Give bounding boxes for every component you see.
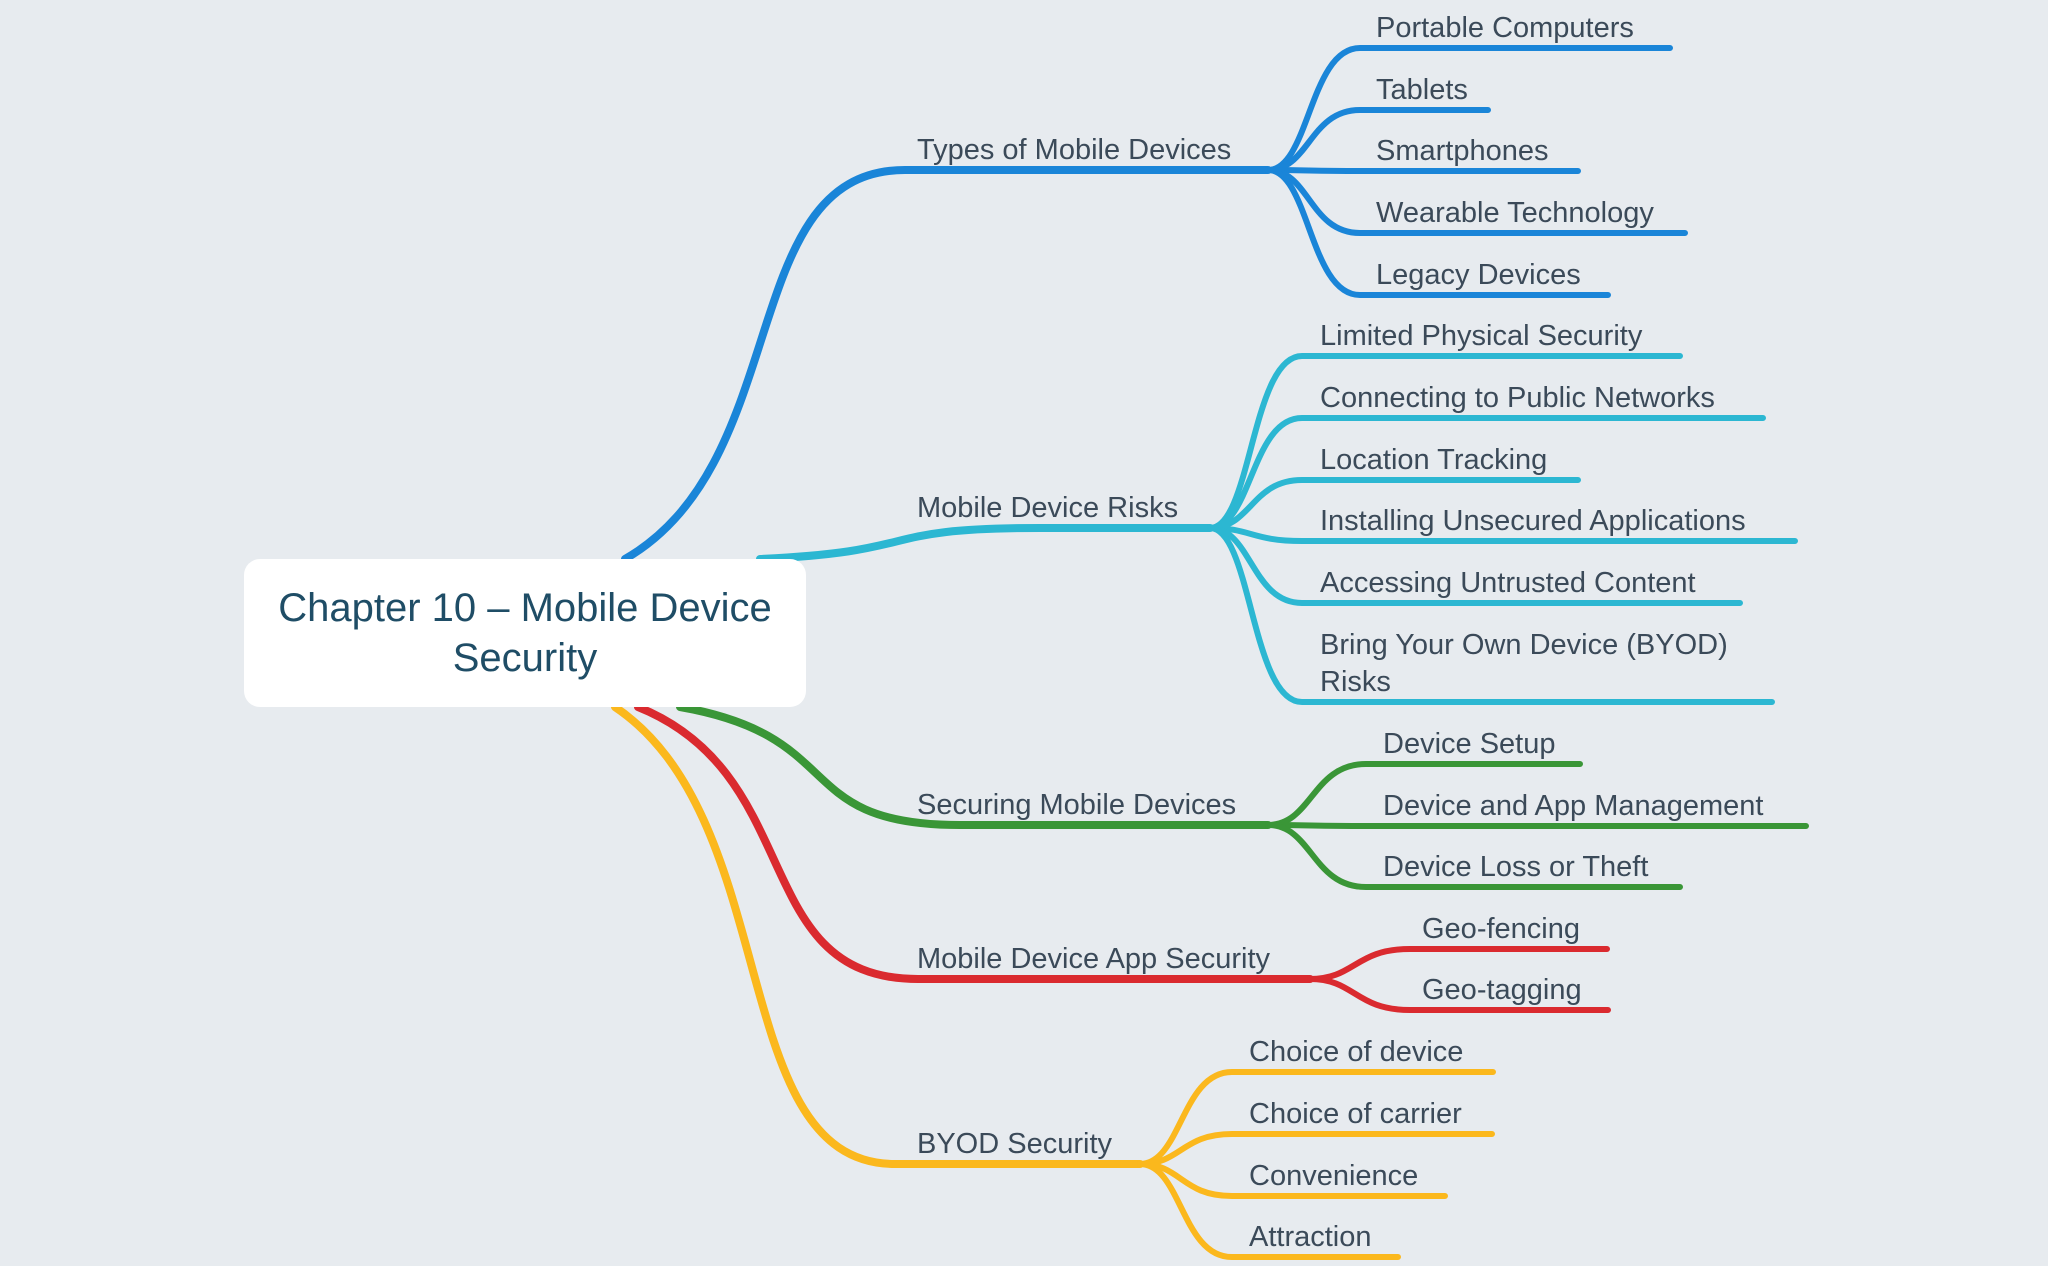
subtopic-connecting-to-public-networks[interactable]: Connecting to Public Networks xyxy=(1320,382,1715,414)
subtopic-convenience[interactable]: Convenience xyxy=(1249,1160,1419,1192)
branch-topic-mobile-device-app-security[interactable]: Mobile Device App Security xyxy=(917,943,1270,975)
subtopic-connector-2-1 xyxy=(1265,822,1809,829)
subtopic-connector-0-4 xyxy=(1265,167,1611,298)
subtopic-accessing-untrusted-content[interactable]: Accessing Untrusted Content xyxy=(1320,567,1696,599)
subtopic-wearable-technology[interactable]: Wearable Technology xyxy=(1376,197,1654,229)
subtopic-legacy-devices[interactable]: Legacy Devices xyxy=(1376,259,1581,291)
subtopic-attraction[interactable]: Attraction xyxy=(1249,1221,1372,1253)
subtopic-connector-1-5 xyxy=(1207,525,1775,705)
branch-connector-1 xyxy=(756,524,1214,563)
branch-connector-3 xyxy=(634,703,1314,983)
subtopic-byod-risks[interactable]: Bring Your Own Device (BYOD) Risks xyxy=(1320,629,1728,698)
subtopic-location-tracking[interactable]: Location Tracking xyxy=(1320,444,1548,476)
subtopic-connector-2-2 xyxy=(1265,822,1683,890)
subtopic-connector-4-3 xyxy=(1137,1161,1401,1260)
subtopic-smartphones[interactable]: Smartphones xyxy=(1376,135,1549,167)
subtopic-choice-of-carrier[interactable]: Choice of carrier xyxy=(1249,1098,1462,1130)
subtopic-device-and-app-management[interactable]: Device and App Management xyxy=(1383,790,1764,822)
branch-topic-mobile-device-risks[interactable]: Mobile Device Risks xyxy=(917,492,1179,524)
subtopic-device-setup[interactable]: Device Setup xyxy=(1383,728,1556,760)
subtopic-portable-computers[interactable]: Portable Computers xyxy=(1376,12,1634,44)
central-topic-title: Chapter 10 – Mobile Device Security xyxy=(278,586,772,680)
subtopic-choice-of-device[interactable]: Choice of device xyxy=(1249,1036,1464,1068)
subtopic-device-loss-or-theft[interactable]: Device Loss or Theft xyxy=(1383,851,1649,883)
subtopic-geo-tagging[interactable]: Geo-tagging xyxy=(1422,974,1582,1006)
branch-topic-securing-mobile-devices[interactable]: Securing Mobile Devices xyxy=(917,789,1237,821)
central-topic[interactable]: Chapter 10 – Mobile Device Security xyxy=(244,559,806,707)
subtopic-tablets[interactable]: Tablets xyxy=(1376,74,1468,106)
branch-connector-4 xyxy=(611,703,1144,1168)
branch-topic-byod-security[interactable]: BYOD Security xyxy=(917,1128,1112,1160)
subtopic-geo-fencing[interactable]: Geo-fencing xyxy=(1422,913,1580,945)
subtopic-limited-physical-security[interactable]: Limited Physical Security xyxy=(1320,320,1643,352)
subtopic-installing-unsecured-applications[interactable]: Installing Unsecured Applications xyxy=(1320,505,1746,537)
branch-connector-0 xyxy=(621,166,1272,563)
branch-topic-types-of-mobile-devices[interactable]: Types of Mobile Devices xyxy=(917,134,1232,166)
subtopic-connector-3-1 xyxy=(1307,976,1611,1013)
branch-connector-2 xyxy=(676,703,1272,829)
subtopic-connector-0-2 xyxy=(1265,167,1581,174)
